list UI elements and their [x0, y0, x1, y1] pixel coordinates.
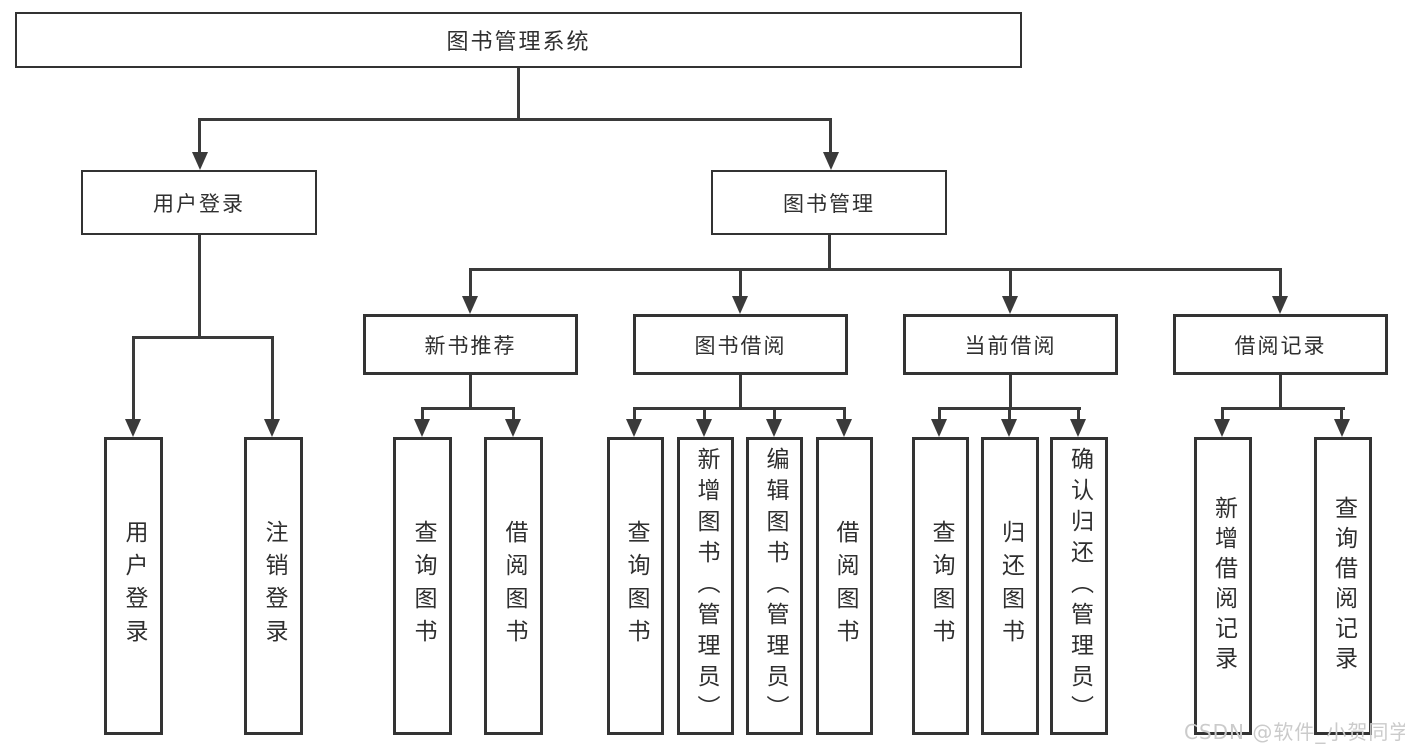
- arrowhead-icon: [264, 419, 280, 437]
- node-book-management-system: 图书管理系统: [15, 12, 1022, 68]
- connector-line: [271, 336, 274, 421]
- leaf-edit-books-admin: 编辑图书（管理员）: [746, 437, 803, 735]
- arrowhead-icon: [1002, 296, 1018, 314]
- arrowhead-icon: [766, 419, 782, 437]
- connector-line: [773, 407, 776, 421]
- arrowhead-icon: [732, 296, 748, 314]
- connector-line: [198, 118, 201, 154]
- node-label: 查询图书: [623, 520, 649, 652]
- connector-line: [1009, 375, 1012, 407]
- leaf-add-books-admin: 新增图书（管理员）: [677, 437, 734, 735]
- node-new-book-recommendation: 新书推荐: [363, 314, 578, 375]
- node-label: 新书推荐: [424, 333, 517, 358]
- connector-line: [829, 118, 832, 154]
- node-label: 借阅记录: [1234, 333, 1327, 358]
- connector-line: [1221, 407, 1224, 421]
- arrowhead-icon: [1272, 296, 1288, 314]
- arrowhead-icon: [823, 152, 839, 170]
- node-label: 查询借阅记录: [1330, 496, 1357, 676]
- connector-line: [1340, 407, 1343, 421]
- connector-line: [703, 407, 706, 421]
- node-label: 当前借阅: [964, 333, 1057, 358]
- connector-line: [132, 336, 274, 339]
- node-label: 归还图书: [997, 520, 1024, 652]
- leaf-return-books: 归还图书: [981, 437, 1039, 735]
- arrowhead-icon: [626, 419, 642, 437]
- connector-line: [828, 235, 831, 268]
- leaf-query-books-current: 查询图书: [912, 437, 969, 735]
- arrowhead-icon: [462, 296, 478, 314]
- connector-line: [938, 407, 941, 421]
- connector-line: [198, 118, 832, 121]
- node-label: 新增借阅记录: [1210, 496, 1237, 676]
- node-book-borrowing: 图书借阅: [633, 314, 848, 375]
- connector-line: [739, 268, 742, 298]
- connector-line: [132, 336, 135, 421]
- connector-line: [469, 268, 1282, 271]
- leaf-add-borrow-record: 新增借阅记录: [1194, 437, 1252, 735]
- node-current-borrowing: 当前借阅: [903, 314, 1118, 375]
- node-label: 用户登录: [121, 520, 147, 652]
- leaf-user-login: 用户登录: [104, 437, 163, 735]
- node-label: 编辑图书（管理员）: [762, 446, 788, 726]
- arrowhead-icon: [1001, 419, 1017, 437]
- node-borrowing-records: 借阅记录: [1173, 314, 1388, 375]
- arrowhead-icon: [1334, 419, 1350, 437]
- arrowhead-icon: [1070, 419, 1086, 437]
- connector-line: [469, 375, 472, 407]
- arrowhead-icon: [125, 419, 141, 437]
- connector-line: [512, 407, 515, 421]
- arrowhead-icon: [192, 152, 208, 170]
- node-book-management: 图书管理: [711, 170, 947, 235]
- connector-line: [1009, 268, 1012, 298]
- arrowhead-icon: [931, 419, 947, 437]
- connector-line: [517, 68, 520, 118]
- connector-line: [633, 407, 636, 421]
- arrowhead-icon: [505, 419, 521, 437]
- arrowhead-icon: [1214, 419, 1230, 437]
- node-label: 新增图书（管理员）: [693, 446, 719, 726]
- leaf-query-borrow-record: 查询借阅记录: [1314, 437, 1372, 735]
- connector-line: [1221, 407, 1345, 410]
- node-label: 借阅图书: [832, 520, 858, 652]
- leaf-query-books-recommend: 查询图书: [393, 437, 452, 735]
- leaf-logout: 注销登录: [244, 437, 303, 735]
- connector-line: [739, 375, 742, 407]
- connector-line: [1077, 407, 1080, 421]
- arrowhead-icon: [696, 419, 712, 437]
- node-user-login: 用户登录: [81, 170, 317, 235]
- connector-line: [1279, 375, 1282, 407]
- connector-line: [633, 407, 846, 410]
- node-label: 图书管理系统: [446, 30, 591, 55]
- connector-line: [1279, 268, 1282, 298]
- leaf-query-books-borrowing: 查询图书: [607, 437, 664, 735]
- node-label: 确认归还（管理员）: [1066, 446, 1093, 726]
- connector-line: [843, 407, 846, 421]
- node-label: 图书管理: [783, 191, 875, 216]
- leaf-borrow-books: 借阅图书: [816, 437, 873, 735]
- node-label: 注销登录: [261, 520, 287, 652]
- arrowhead-icon: [414, 419, 430, 437]
- node-label: 借阅图书: [501, 520, 527, 652]
- node-label: 查询图书: [928, 520, 954, 652]
- leaf-confirm-return-admin: 确认归还（管理员）: [1050, 437, 1108, 735]
- leaf-borrow-books-recommend: 借阅图书: [484, 437, 543, 735]
- connector-line: [469, 268, 472, 298]
- node-label: 图书借阅: [694, 333, 787, 358]
- connector-line: [198, 235, 201, 336]
- node-label: 用户登录: [153, 191, 245, 216]
- csdn-watermark: CSDN @软件_小贺同学: [1184, 720, 1405, 744]
- node-label: 查询图书: [410, 520, 436, 652]
- connector-line: [421, 407, 424, 421]
- arrowhead-icon: [836, 419, 852, 437]
- connector-line: [421, 407, 515, 410]
- connector-line: [1008, 407, 1011, 421]
